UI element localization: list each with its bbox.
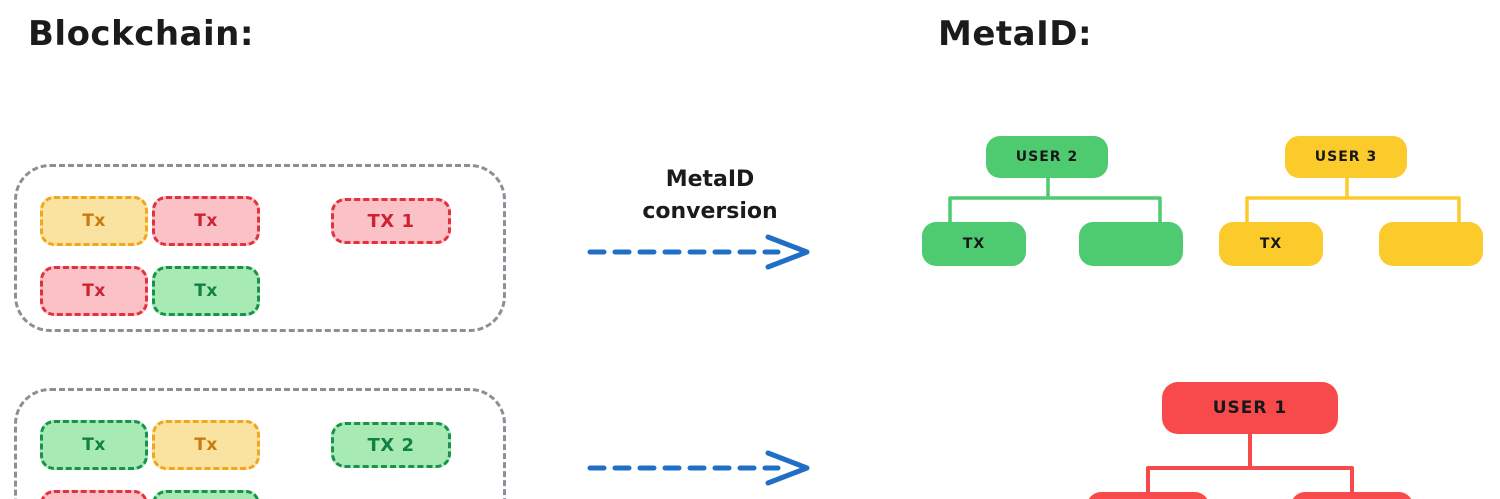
tx-chip[interactable]: Tx [40, 420, 148, 470]
tree-connector-user-1 [1146, 432, 1354, 499]
metaid-node-user-2-child-blank[interactable] [1079, 222, 1183, 266]
blockchain-block-2 [14, 388, 506, 499]
tx-chip[interactable]: Tx [40, 266, 148, 316]
metaid-node-user-3-child-blank[interactable] [1379, 222, 1483, 266]
metaid-node-user-3-child-tx[interactable]: TX [1219, 222, 1323, 266]
metaid-node-user-1[interactable]: USER 1 [1162, 382, 1338, 434]
tx-chip[interactable]: Tx [40, 196, 148, 246]
tree-connector-user-3 [1245, 170, 1461, 230]
metaid-node-user-2[interactable]: USER 2 [986, 136, 1108, 178]
metaid-node-user-2-child-tx[interactable]: TX [922, 222, 1026, 266]
tree-connector-user-2 [948, 170, 1162, 230]
dashed-arrow-right-icon [587, 450, 810, 486]
tx-chip[interactable]: Tx [152, 196, 260, 246]
metaid-node-user-1-child-left[interactable] [1087, 492, 1209, 499]
conversion-label: MetaID conversion [642, 167, 778, 224]
metaid-node-user-3[interactable]: USER 3 [1285, 136, 1407, 178]
tx-chip[interactable]: Tx [152, 420, 260, 470]
dashed-arrow-right-icon [587, 234, 810, 270]
tx-chip[interactable]: Tx [152, 490, 260, 499]
tx-chip-highlight-1[interactable]: TX 1 [331, 198, 451, 244]
metaid-node-user-1-child-right[interactable] [1291, 492, 1413, 499]
page-title-blockchain: Blockchain: [28, 14, 254, 54]
tx-chip[interactable]: Tx [40, 490, 148, 499]
page-title-metaid: MetaID: [938, 14, 1093, 54]
blockchain-block-1 [14, 164, 506, 332]
tx-chip[interactable]: Tx [152, 266, 260, 316]
tx-chip-highlight-2[interactable]: TX 2 [331, 422, 451, 468]
